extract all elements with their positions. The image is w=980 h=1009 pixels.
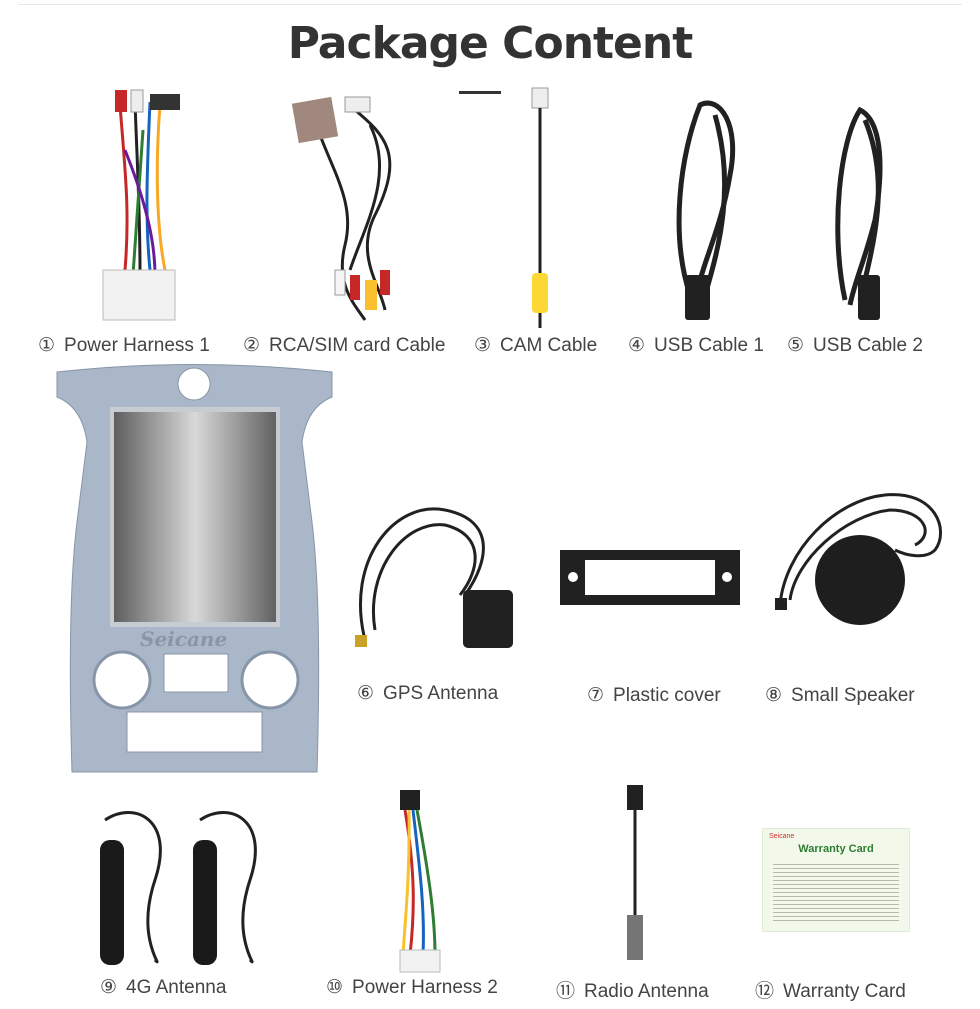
warranty-card-image: Seicane Warranty Card [762, 828, 910, 932]
plastic-cover-image [560, 550, 740, 605]
radio-unit-image: Seicane [52, 362, 337, 782]
top-divider [18, 4, 962, 5]
rca-sim-cable-image [291, 96, 392, 321]
radio-antenna-image [627, 785, 643, 960]
title-underline [459, 91, 501, 94]
gps-antenna-image [355, 507, 513, 648]
power-harness-2-image [399, 790, 441, 973]
radio-brand: Seicane [140, 627, 228, 651]
cam-cable-image [531, 87, 549, 328]
power-harness-1-image [102, 89, 180, 321]
small-speaker-image [775, 493, 942, 625]
4g-antenna-image [100, 811, 257, 965]
usb-cable-2-image [835, 106, 883, 320]
usb-cable-1-image [676, 100, 736, 320]
warranty-card-heading: Warranty Card [798, 843, 874, 855]
warranty-card-brand: Seicane [769, 833, 795, 840]
warranty-card-body-text [773, 861, 899, 923]
page-title: Package Content [287, 18, 694, 69]
